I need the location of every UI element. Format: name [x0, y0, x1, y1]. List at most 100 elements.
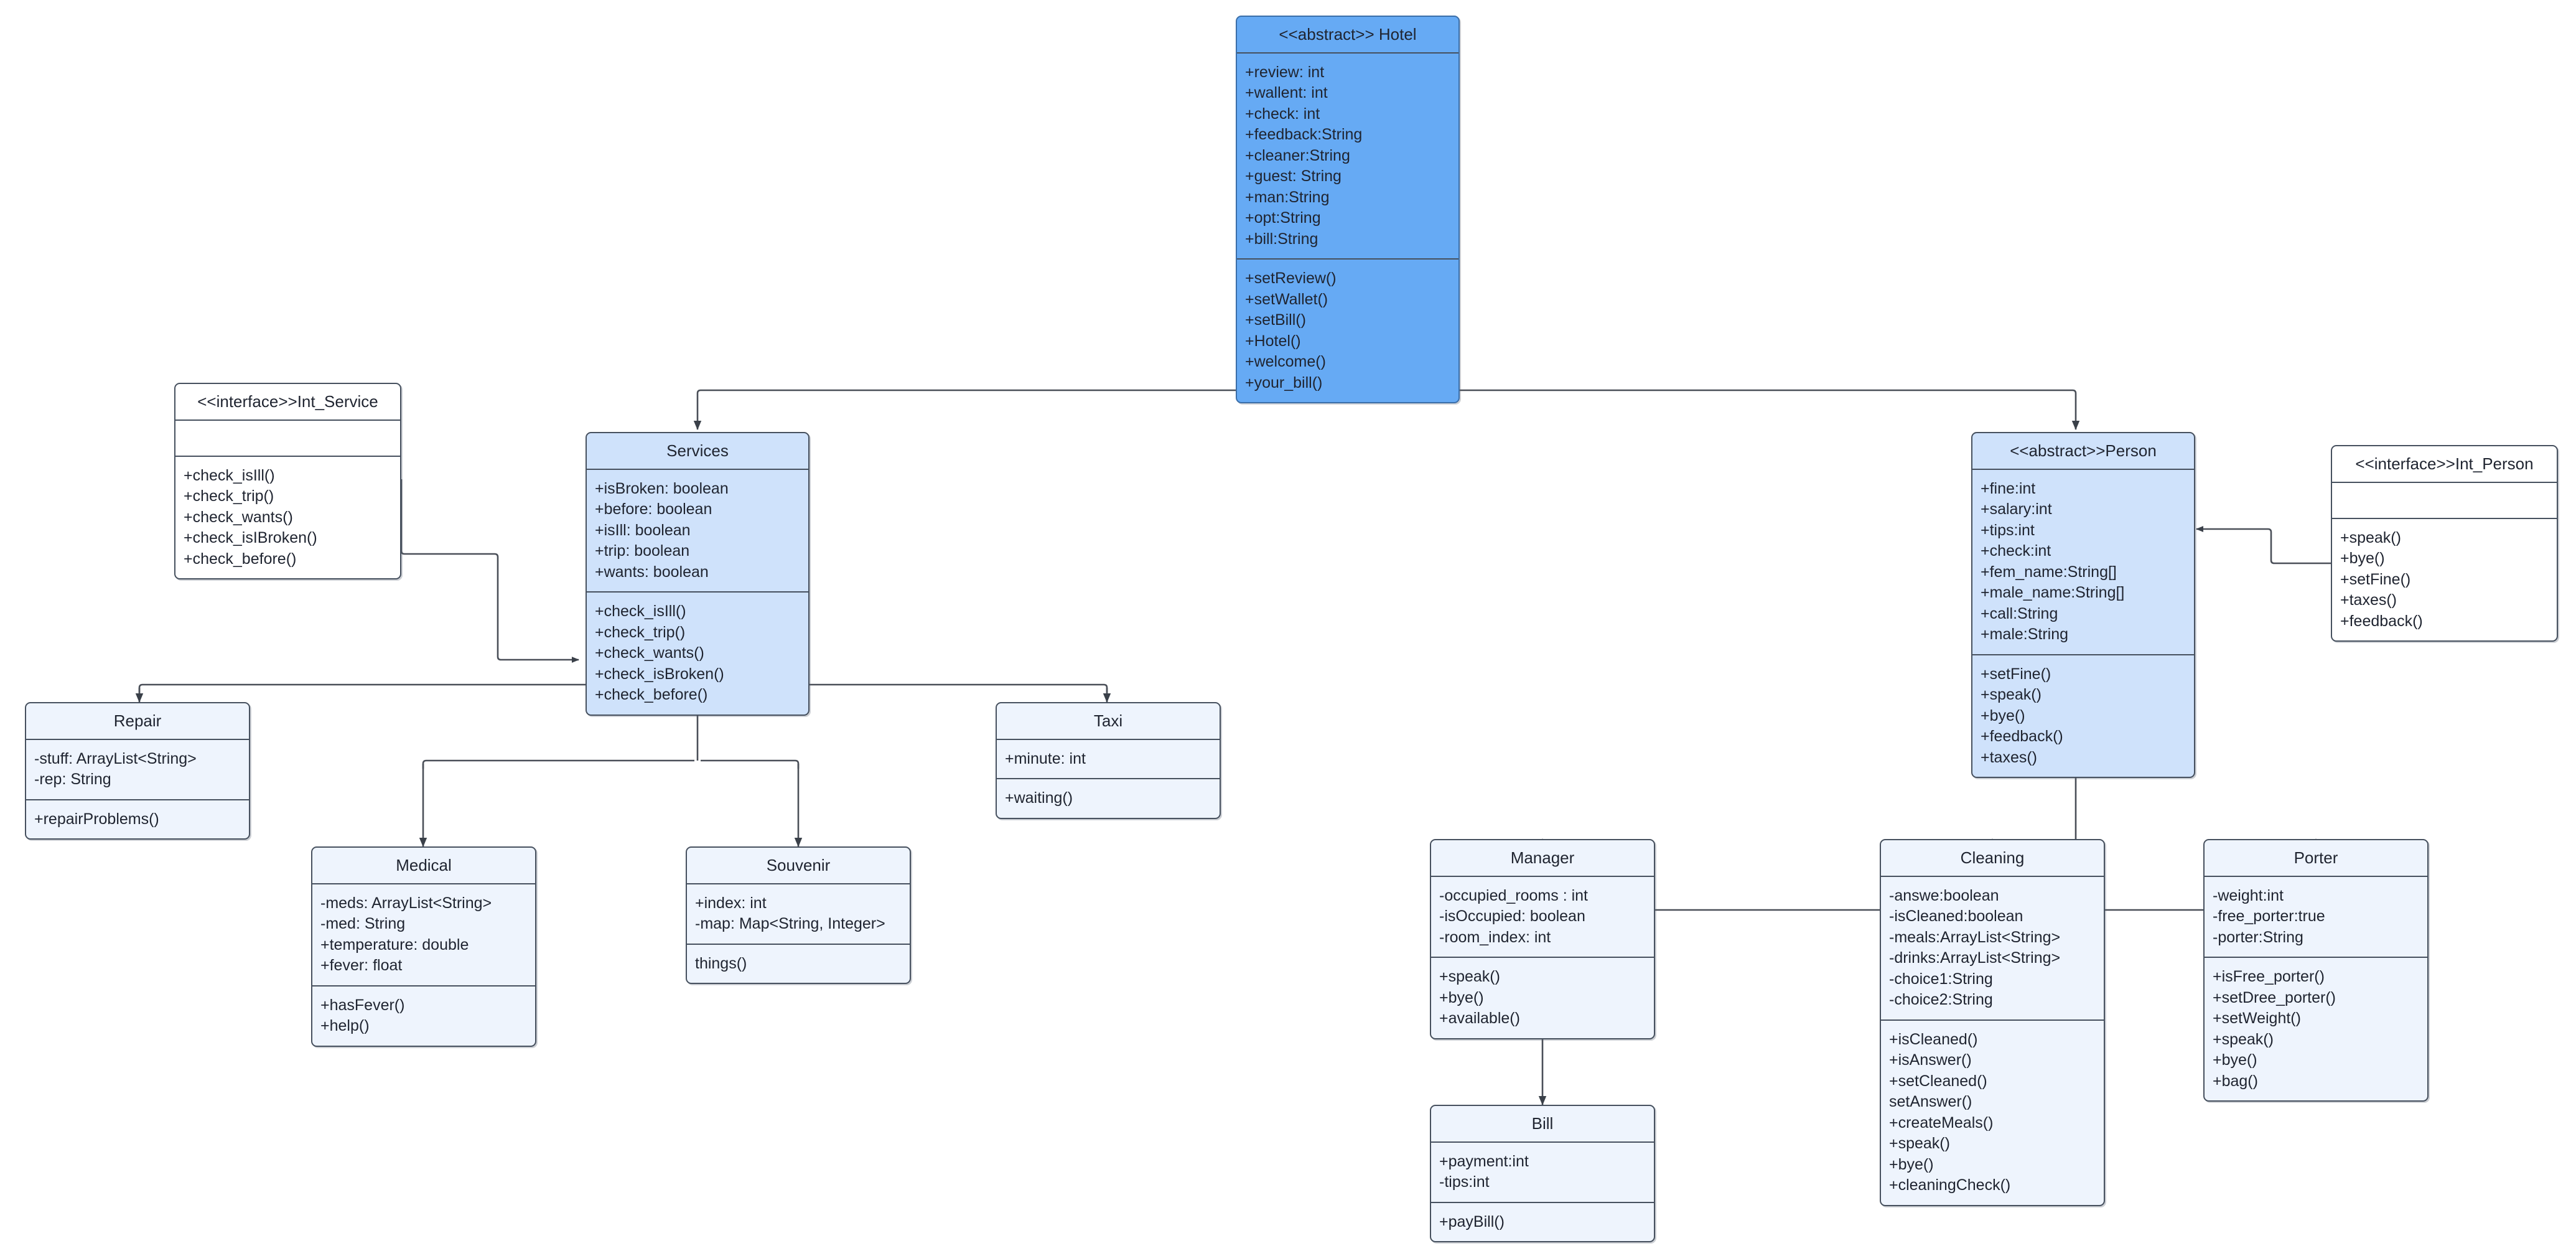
class-name-person: <<abstract>>Person	[1972, 433, 2194, 470]
member-row: +temperature: double	[320, 935, 469, 954]
member-row: +waiting()	[1005, 789, 1073, 807]
member-row: +taxes()	[2340, 591, 2397, 609]
class-methods-medical: +hasFever() +help()	[312, 987, 535, 1046]
class-name-repair: Repair	[26, 703, 249, 740]
member-row: +wallent: int	[1245, 84, 1328, 101]
member-row: +feedback()	[1981, 728, 2063, 745]
class-box-bill[interactable]: Bill +payment:int -tips:int +payBill()	[1430, 1105, 1655, 1242]
class-methods-hotel: +setReview() +setWallet() +setBill() +Ho…	[1237, 260, 1458, 402]
member-row: +male:String	[1981, 626, 2069, 643]
class-box-souvenir[interactable]: Souvenir +index: int -map: Map<String, I…	[686, 846, 911, 984]
member-row: +speak()	[2340, 528, 2401, 546]
member-row: +check_trip()	[184, 487, 274, 505]
member-row: +cleaner:String	[1245, 146, 1350, 164]
member-row: -drinks:ArrayList<String>	[1889, 949, 2061, 967]
class-name-hotel: <<abstract>> Hotel	[1237, 17, 1458, 54]
member-row: +wants: boolean	[595, 563, 709, 581]
member-row: +speak()	[1889, 1135, 1950, 1152]
class-attributes-manager: -occupied_rooms : int -isOccupied: boole…	[1431, 877, 1654, 958]
class-methods-services: +check_isIll() +check_trip() +check_want…	[587, 593, 808, 715]
member-row: -meds: ArrayList<String>	[320, 894, 492, 912]
member-row: +setReview()	[1245, 269, 1337, 287]
member-row: +help()	[320, 1017, 370, 1034]
member-row: -rep: String	[34, 771, 111, 788]
class-attributes-person: +fine:int +salary:int +tips:int +check:i…	[1972, 470, 2194, 655]
class-box-medical[interactable]: Medical -meds: ArrayList<String> -med: S…	[311, 846, 536, 1047]
class-name-int-service: <<interface>>Int_Service	[175, 384, 400, 421]
member-row: -room_index: int	[1439, 928, 1551, 946]
member-row: -med: String	[320, 915, 406, 932]
edge-intservice-services	[400, 479, 579, 663]
member-row: -stuff: ArrayList<String>	[34, 749, 197, 767]
class-box-porter[interactable]: Porter -weight:int -free_porter:true -po…	[2203, 839, 2429, 1102]
member-row: +payment:int	[1439, 1152, 1529, 1170]
class-box-taxi[interactable]: Taxi +minute: int +waiting()	[996, 702, 1221, 819]
class-name-taxi: Taxi	[997, 703, 1220, 740]
member-row: +your_bill()	[1245, 373, 1323, 391]
member-row: +check_trip()	[595, 623, 686, 641]
member-row: -free_porter:true	[2213, 907, 2325, 925]
member-row: +male_name:String[]	[1981, 584, 2125, 601]
class-name-bill: Bill	[1431, 1106, 1654, 1143]
member-row: +setCleaned()	[1889, 1072, 1987, 1090]
member-row: +bye()	[1889, 1155, 1934, 1173]
class-methods-taxi: +waiting()	[997, 779, 1220, 818]
member-row: +check_before()	[595, 686, 708, 703]
member-row: +Hotel()	[1245, 332, 1301, 350]
class-methods-manager: +speak() +bye() +available()	[1431, 958, 1654, 1038]
member-row: -porter:String	[2213, 928, 2303, 946]
edge-intperson-person	[2196, 526, 2352, 565]
member-row: +check_isIll()	[184, 466, 275, 484]
member-row: +check_wants()	[184, 508, 293, 526]
member-row: +setWeight()	[2213, 1010, 2301, 1027]
member-row: setAnswer()	[1889, 1093, 1972, 1110]
member-row: +fine:int	[1981, 479, 2036, 497]
member-row: +available()	[1439, 1010, 1520, 1027]
class-methods-porter: +isFree_porter() +setDree_porter() +setW…	[2205, 958, 2427, 1100]
class-name-porter: Porter	[2205, 840, 2427, 877]
class-methods-person: +setFine() +speak() +bye() +feedback() +…	[1972, 655, 2194, 777]
class-box-hotel[interactable]: <<abstract>> Hotel +review: int +wallent…	[1236, 16, 1460, 403]
class-attributes-repair: -stuff: ArrayList<String> -rep: String	[26, 740, 249, 800]
member-row: -choice1:String	[1889, 970, 1993, 988]
member-row: +setDree_porter()	[2213, 988, 2336, 1006]
member-row: +index: int	[695, 894, 767, 912]
class-box-repair[interactable]: Repair -stuff: ArrayList<String> -rep: S…	[25, 702, 250, 840]
class-methods-repair: +repairProblems()	[26, 800, 249, 839]
member-row: -isCleaned:boolean	[1889, 907, 2023, 925]
class-methods-int-service: +check_isIll() +check_trip() +check_want…	[175, 457, 400, 579]
member-row: -answe:boolean	[1889, 886, 1999, 904]
class-box-cleaning[interactable]: Cleaning -answe:boolean -isCleaned:boole…	[1880, 839, 2105, 1206]
member-row: +opt:String	[1245, 209, 1321, 227]
member-row: +feedback()	[2340, 612, 2423, 630]
class-name-manager: Manager	[1431, 840, 1654, 877]
class-name-cleaning: Cleaning	[1881, 840, 2104, 877]
member-row: +setBill()	[1245, 311, 1306, 329]
class-box-services[interactable]: Services +isBroken: boolean +before: boo…	[586, 432, 810, 716]
member-row: +check: int	[1245, 105, 1320, 123]
member-row: +cleaningCheck()	[1889, 1176, 2011, 1194]
member-row: +hasFever()	[320, 996, 405, 1014]
class-attributes-hotel: +review: int +wallent: int +check: int +…	[1237, 54, 1458, 260]
member-row: +check:int	[1981, 542, 2051, 560]
member-row: -map: Map<String, Integer>	[695, 915, 885, 932]
member-row: +bag()	[2213, 1072, 2258, 1090]
member-row: +welcome()	[1245, 353, 1326, 370]
member-row: +speak()	[1981, 686, 2042, 703]
edge-services-souvenir-bus	[701, 759, 800, 769]
class-attributes-bill: +payment:int -tips:int	[1431, 1143, 1654, 1203]
member-row: +man:String	[1245, 188, 1330, 206]
class-box-int-service[interactable]: <<interface>>Int_Service +check_isIll() …	[174, 383, 401, 579]
class-box-person[interactable]: <<abstract>>Person +fine:int +salary:int…	[1971, 432, 2195, 778]
member-row: +bye()	[1439, 988, 1484, 1006]
member-row: +isAnswer()	[1889, 1051, 1972, 1069]
member-row: +check_isIll()	[595, 602, 686, 620]
class-box-manager[interactable]: Manager -occupied_rooms : int -isOccupie…	[1430, 839, 1655, 1039]
member-row: -weight:int	[2213, 886, 2284, 904]
member-row: +setFine()	[1981, 665, 2051, 683]
member-row: +feedback:String	[1245, 126, 1363, 143]
class-box-int-person[interactable]: <<interface>>Int_Person +speak() +bye() …	[2331, 445, 2558, 642]
member-row: +review: int	[1245, 63, 1325, 81]
member-row: +call:String	[1981, 604, 2058, 622]
